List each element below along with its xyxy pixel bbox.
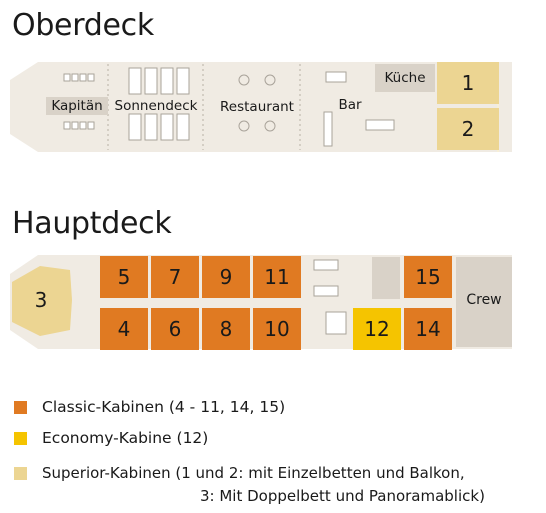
service-room [372, 257, 400, 299]
cabin-11[interactable]: 11 [253, 256, 301, 298]
legend-economy: Economy-Kabine (12) [42, 429, 209, 447]
kueche-label: Küche [375, 64, 435, 92]
cabin-8[interactable]: 8 [202, 308, 250, 350]
cabin-9[interactable]: 9 [202, 256, 250, 298]
legend-economy-swatch [14, 432, 27, 445]
cabin-3-shape[interactable] [12, 266, 72, 336]
legend-superior-line1: Superior-Kabinen (1 und 2: mit Einzelbet… [42, 464, 465, 482]
cabin-3[interactable]: 3 [34, 288, 48, 312]
cabin-12[interactable]: 12 [353, 308, 401, 350]
cabin-10[interactable]: 10 [253, 308, 301, 350]
legend-classic-swatch [14, 401, 27, 414]
oberdeck-title: Oberdeck [12, 8, 154, 43]
sonnendeck-loungers [128, 67, 190, 141]
hauptdeck-title: Hauptdeck [12, 206, 172, 241]
crew-label: Crew [466, 292, 502, 308]
legend-classic: Classic-Kabinen (4 - 11, 14, 15) [42, 398, 286, 416]
corridor-furniture [313, 259, 347, 335]
crew-area [456, 257, 512, 347]
cabin-5[interactable]: 5 [100, 256, 148, 298]
sonnendeck-label: Sonnendeck [114, 98, 198, 114]
cabin-14[interactable]: 14 [404, 308, 452, 350]
cabin-15[interactable]: 15 [404, 256, 452, 298]
legend-superior-swatch [14, 467, 27, 480]
cabin-2[interactable]: 2 [437, 108, 499, 150]
cabin-1[interactable]: 1 [437, 62, 499, 104]
restaurant-tables [238, 74, 276, 132]
cabin-4[interactable]: 4 [100, 308, 148, 350]
cabin-6[interactable]: 6 [151, 308, 199, 350]
kapitaen-label: Kapitän [46, 97, 108, 115]
kapitaen-furniture [63, 73, 95, 130]
bar-label: Bar [338, 97, 362, 113]
cabin-7[interactable]: 7 [151, 256, 199, 298]
bar-tables [323, 71, 395, 147]
legend-superior-line2: 3: Mit Doppelbett und Panoramablick) [200, 487, 485, 505]
restaurant-label: Restaurant [220, 99, 294, 115]
